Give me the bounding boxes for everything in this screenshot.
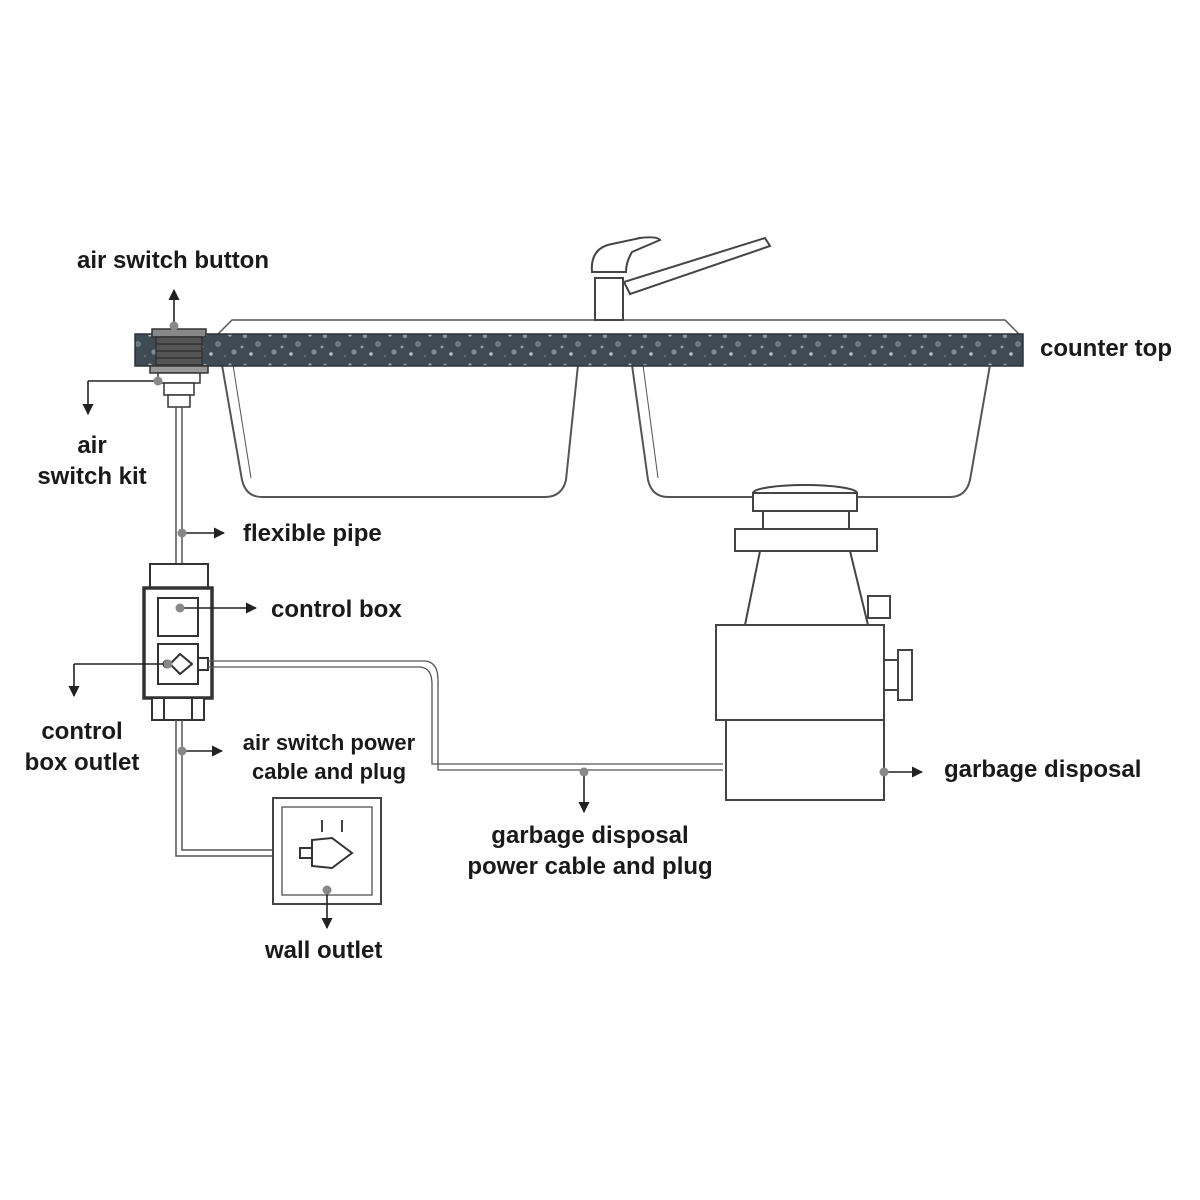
- label-garbage-disposal: garbage disposal: [944, 756, 1142, 783]
- label-garbage-disposal-power-cable: garbage disposal power cable and plug: [467, 822, 713, 880]
- label-control-box: control box: [271, 596, 402, 623]
- label-flexible-pipe: flexible pipe: [243, 520, 382, 547]
- garbage-disposal: [715, 484, 913, 801]
- faucet: [590, 236, 772, 321]
- counter-top: [134, 333, 1024, 367]
- label-air-switch-button: air switch button: [77, 247, 269, 274]
- air-switch-button: [151, 328, 207, 366]
- label-control-box-outlet: control box outlet: [24, 718, 140, 776]
- label-air-switch-kit: air switch kit: [37, 432, 147, 490]
- callout-arrows: [68, 288, 924, 930]
- flexible-pipe: [175, 407, 183, 570]
- garbage-disposal-power-cable: [208, 660, 723, 771]
- wall-outlet-plug: [299, 836, 354, 870]
- air-switch-power-cable: [175, 720, 305, 857]
- label-wall-outlet: wall outlet: [265, 937, 383, 964]
- control-box: [142, 563, 214, 721]
- label-air-switch-power-cable: air switch power cable and plug: [242, 730, 416, 784]
- air-switch-kit: [149, 365, 209, 408]
- label-counter-top: counter top: [1040, 335, 1172, 362]
- callout-dots: [153, 321, 889, 895]
